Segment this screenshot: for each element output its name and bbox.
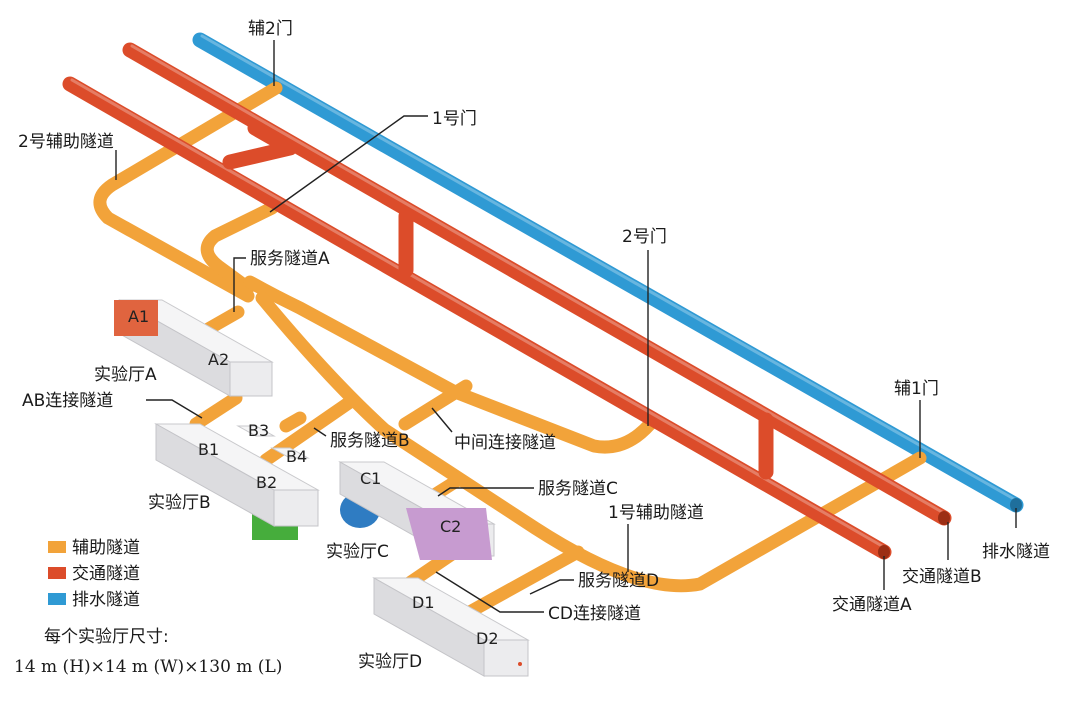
label-service-tunnel-b: 服务隧道B [330, 431, 410, 451]
hall-b2-label: B2 [256, 473, 277, 492]
label-traffic-tunnel-b: 交通隧道B [902, 567, 982, 587]
legend-swatch-drainage [48, 593, 66, 605]
legend-label-traffic: 交通隧道 [72, 564, 140, 584]
leader-lines [115, 40, 1017, 613]
label-service-tunnel-a: 服务隧道A [250, 249, 330, 269]
label-aux-tunnel-1: 1号辅助隧道 [608, 503, 704, 523]
legend-label-drainage: 排水隧道 [72, 590, 140, 610]
label-traffic-tunnel-a: 交通隧道A [832, 595, 912, 615]
traffic-tunnels [62, 42, 952, 560]
legend-swatch-auxiliary [48, 541, 66, 553]
legend-label-auxiliary: 辅助隧道 [72, 538, 140, 558]
hall-b: B1 B2 [154, 423, 320, 540]
label-middle-connection: 中间连接隧道 [454, 433, 556, 453]
hall-a1-block [114, 300, 158, 336]
drainage-tunnel [192, 32, 1024, 513]
label-aux-gate-2: 辅2门 [248, 19, 293, 39]
hall-a: A1 A2 [114, 299, 274, 397]
hall-c2-label: C2 [440, 517, 461, 536]
label-aux-gate-1: 辅1门 [894, 379, 939, 399]
hall-b4-label: B4 [286, 447, 307, 466]
hall-c1-label: C1 [360, 469, 381, 488]
dimensions-heading: 每个实验厅尺寸: [44, 627, 169, 647]
hall-a1-label: A1 [128, 307, 149, 326]
label-hall-c: 实验厅C [326, 542, 389, 562]
label-aux-tunnel-2: 2号辅助隧道 [18, 132, 114, 152]
hall-b4-block [270, 447, 310, 459]
hall-c: C1 C2 [338, 461, 496, 560]
label-gate-2: 2号门 [622, 227, 667, 247]
hall-d2-label: D2 [476, 629, 499, 648]
label-hall-b: 实验厅B [148, 493, 211, 513]
hall-c2-block [406, 508, 492, 560]
label-drainage-tunnel: 排水隧道 [982, 542, 1050, 562]
label-service-tunnel-c: 服务隧道C [538, 479, 618, 499]
legend: 辅助隧道 交通隧道 排水隧道 [48, 538, 140, 610]
label-ab-connection: AB连接隧道 [22, 391, 113, 411]
hall-b3-label: B3 [248, 421, 269, 440]
label-hall-d: 实验厅D [358, 652, 422, 672]
label-service-tunnel-d: 服务隧道D [578, 571, 659, 591]
hall-a2-label: A2 [208, 350, 229, 369]
hall-d: D1 D2 [372, 577, 530, 677]
label-cd-connection: CD连接隧道 [548, 604, 641, 624]
hall-b3-block [236, 425, 276, 437]
label-gate-1: 1号门 [432, 109, 477, 129]
hall-d1-label: D1 [412, 593, 435, 612]
hall-b1-label: B1 [198, 440, 219, 459]
label-hall-a: 实验厅A [94, 365, 157, 385]
legend-swatch-traffic [48, 567, 66, 579]
dimensions-value: 14 m (H)×14 m (W)×130 m (L) [14, 657, 282, 677]
